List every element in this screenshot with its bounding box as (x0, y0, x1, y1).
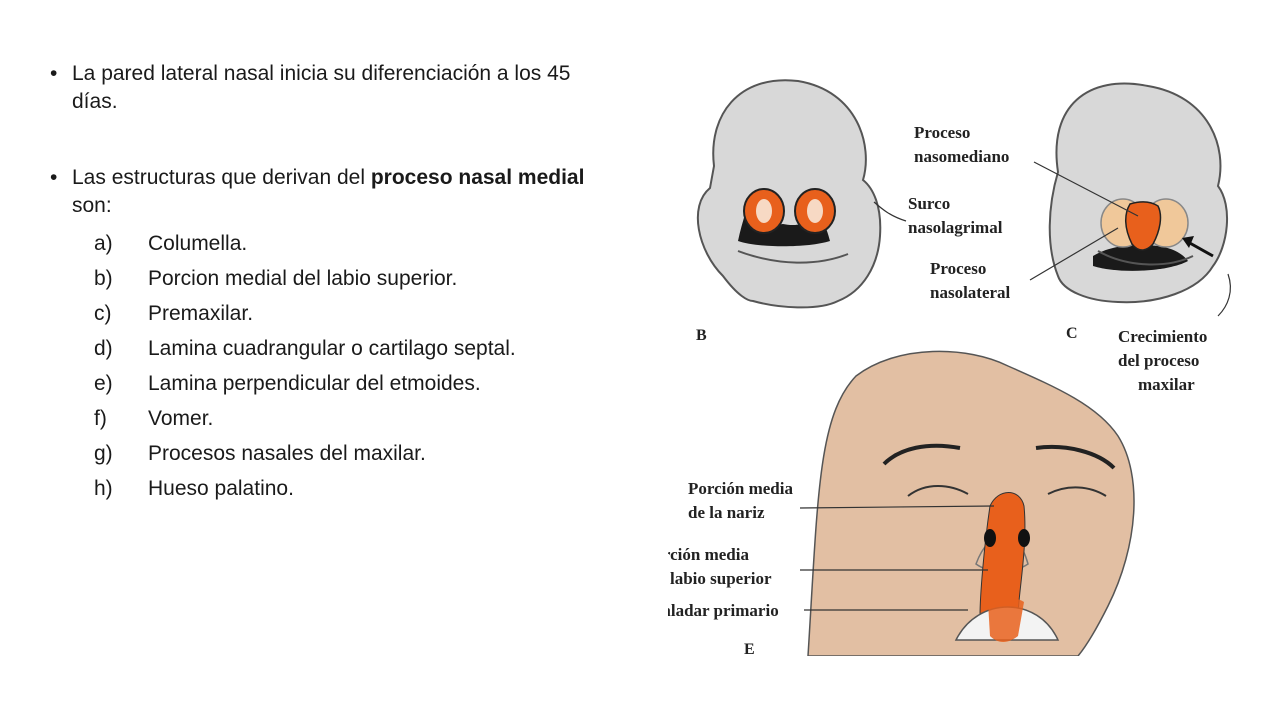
list-item-letter: b) (94, 267, 113, 290)
list-item-text: Porcion medial del labio superior. (148, 267, 458, 290)
bullet-icon: • (50, 166, 58, 189)
list-item: a) Columella. (94, 226, 608, 261)
nostril-right (1018, 529, 1030, 547)
label-paladar: Paladar primario (668, 601, 779, 620)
panel-c-annotations: Proceso nasomediano Surco nasolagrimal P… (873, 123, 1231, 394)
leader-line-nasolateral (1029, 227, 1119, 281)
label-proceso-nasolateral-2: nasolateral (930, 283, 1011, 302)
growth-arrow-icon (1182, 236, 1194, 248)
list-item: g) Procesos nasales del maxilar. (94, 436, 608, 471)
eyebrow-right (1035, 445, 1116, 470)
label-porcion-nariz-2: de la nariz (688, 503, 765, 522)
list-item: c) Premaxilar. (94, 296, 608, 331)
list-item-letter: h) (94, 477, 113, 500)
eye-left (907, 485, 969, 497)
eye-right (1047, 486, 1107, 497)
list-item-text: Premaxilar. (148, 302, 254, 325)
embryo-head-b-outline (696, 79, 882, 309)
list-item-text: Columella. (148, 232, 248, 255)
face-outline (807, 350, 1135, 656)
text-panel: • La pared lateral nasal inicia su difer… (48, 60, 608, 506)
label-proceso-nasomediano-2: nasomediano (914, 147, 1009, 166)
list-item-letter: c) (94, 302, 112, 325)
list-item-letter: a) (94, 232, 113, 255)
embryo-b-mandible-line (737, 250, 849, 264)
label-surco-1: Surco (908, 194, 950, 213)
bullet-text-suffix: son: (72, 194, 112, 217)
letter-c-label: C (1066, 325, 1078, 342)
list-item-text: Vomer. (148, 407, 214, 430)
label-surco-2: nasolagrimal (908, 218, 1003, 237)
bullet-text-bold: proceso nasal medial (370, 166, 585, 189)
list-item-letter: f) (94, 407, 107, 430)
growth-arrow-shaft (1187, 240, 1214, 258)
face-panel-e: E (744, 350, 1135, 656)
bullet-text-prefix: Las estructuras que derivan del (72, 166, 371, 189)
embryo-head-c: C (1048, 82, 1229, 342)
label-porcion-labio-1: Porción media (668, 545, 749, 564)
list-item: h) Hueso palatino. (94, 471, 608, 506)
embryo-b-oral-pit (738, 211, 830, 247)
label-proceso-nasomediano-1: Proceso (914, 123, 970, 142)
list-item: b) Porcion medial del labio superior. (94, 261, 608, 296)
nasal-pit-left-b (756, 199, 772, 223)
list-item-text: Lamina perpendicular del etmoides. (148, 372, 481, 395)
leader-line-nasomediano (1033, 161, 1139, 217)
nasal-pit-right-b (807, 199, 823, 223)
bullet-text: La pared lateral nasal inicia su diferen… (72, 62, 571, 113)
list-item-text: Hueso palatino. (148, 477, 294, 500)
leader-line-nariz (799, 505, 995, 509)
embryo-head-c-outline (1048, 82, 1229, 304)
bullet-point-diferenciacion: • La pared lateral nasal inicia su difer… (48, 60, 608, 116)
label-porcion-labio-2: del labio superior (668, 569, 772, 588)
list-item-letter: e) (94, 372, 113, 395)
label-crecimiento-2: del proceso (1118, 351, 1199, 370)
embryo-c-mandible-line (1097, 250, 1194, 266)
list-item-text: Procesos nasales del maxilar. (148, 442, 426, 465)
letter-b-label: B (696, 327, 707, 344)
list-item-letter: g) (94, 442, 113, 465)
bullet-icon: • (50, 62, 58, 85)
list-item: f) Vomer. (94, 401, 608, 436)
letter-e-label: E (744, 641, 755, 656)
nostril-left (984, 529, 996, 547)
eyebrow-left (882, 443, 961, 466)
list-item: e) Lamina perpendicular del etmoides. (94, 366, 608, 401)
label-porcion-nariz-1: Porción media (688, 479, 793, 498)
leader-line-crecimiento (1217, 273, 1231, 317)
bullet-point-estructuras: • Las estructuras que derivan del proces… (48, 164, 608, 220)
primary-palate (988, 597, 1024, 642)
list-item: d) Lamina cuadrangular o cartilago septal… (94, 331, 608, 366)
embryology-illustration: B C Proceso nasomediano Surco nasolagrim… (668, 79, 1231, 656)
list-item-letter: d) (94, 337, 113, 360)
label-proceso-nasolateral-1: Proceso (930, 259, 986, 278)
list-item-text: Lamina cuadrangular o cartilago septal. (148, 337, 516, 360)
panel-e-annotations: Porción media de la nariz Porción media … (668, 479, 995, 620)
structures-list: a) Columella. b) Porcion medial del labio … (94, 226, 608, 506)
embryo-head-b: B (696, 79, 882, 344)
label-crecimiento-3: maxilar (1138, 375, 1195, 394)
embryology-figure: B C Proceso nasomediano Surco nasolagrim… (668, 76, 1246, 656)
leader-line-surco (873, 201, 907, 222)
label-crecimiento-1: Crecimiento (1118, 327, 1207, 346)
